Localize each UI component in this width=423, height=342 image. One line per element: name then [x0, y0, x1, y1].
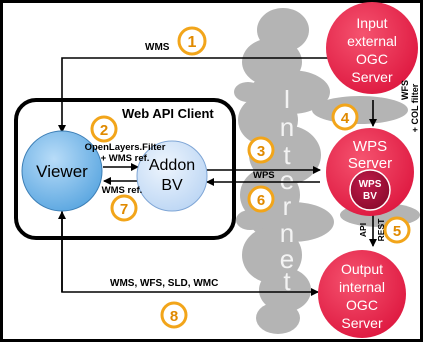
- input-server-label: Input: [356, 15, 387, 31]
- wms-top-label: WMS: [145, 42, 170, 53]
- input-server-label: external: [347, 33, 397, 49]
- step-badge-2: 2: [90, 115, 118, 143]
- wps-server-label: WPS: [353, 138, 387, 155]
- viewer-label: Viewer: [36, 162, 88, 181]
- step-badge-4: 4: [331, 103, 359, 131]
- addon-label-line1: Addon: [149, 157, 195, 174]
- wps-label: WPS: [253, 170, 275, 181]
- step-badge-3: 3: [247, 136, 275, 164]
- internet-letter: I: [283, 84, 290, 114]
- svg-text:3: 3: [257, 143, 265, 160]
- svg-text:8: 8: [170, 308, 178, 325]
- svg-text:4: 4: [341, 110, 350, 127]
- openlayers-label: OpenLayers.Filter: [85, 142, 166, 153]
- svg-text:6: 6: [257, 192, 265, 209]
- output-server-label: OGC: [346, 297, 378, 313]
- step-badge-8: 8: [160, 301, 188, 329]
- output-server-label: internal: [339, 279, 385, 295]
- input-server-label: Server: [351, 69, 393, 85]
- wfs-label: + COL filter: [410, 83, 420, 132]
- internet-letter: e: [280, 244, 294, 274]
- addon-label-line2: BV: [161, 177, 183, 194]
- wps-bv-node: [349, 169, 391, 211]
- internet-letter: t: [283, 266, 291, 296]
- wms-top-arrow: [58, 57, 330, 133]
- wms-ref-label: WMS ref.: [102, 185, 143, 196]
- output-server-node: [318, 250, 406, 338]
- bottom-label: WMS, WFS, SLD, WMC: [110, 278, 218, 289]
- input-server-node: [326, 2, 418, 94]
- viewer-node: [21, 130, 103, 212]
- wfs-label: WFS: [400, 80, 410, 100]
- web-api-client-box: [14, 98, 236, 240]
- output-server-label: Server: [341, 315, 383, 331]
- step-badge-1: 1: [177, 26, 207, 56]
- openlayers-label: + WMS ref.: [101, 153, 150, 164]
- api-rest-label: REST: [376, 218, 386, 241]
- svg-text:2: 2: [100, 122, 108, 139]
- svg-text:7: 7: [120, 201, 128, 218]
- internet-letter: n: [280, 218, 294, 248]
- wps-bv-label: BV: [363, 191, 377, 202]
- wps-bv-label: WPS: [359, 179, 382, 190]
- internet-letter: t: [283, 140, 291, 170]
- svg-text:1: 1: [188, 34, 197, 51]
- internet-letter: r: [283, 191, 292, 221]
- api-rest-label: API: [358, 223, 368, 237]
- step-badge-6: 6: [247, 185, 275, 213]
- addon-bv-node: [136, 140, 208, 212]
- svg-text:5: 5: [393, 223, 401, 240]
- internet-label: I n t e r n e t: [280, 84, 294, 296]
- input-server-label: OGC: [356, 51, 388, 67]
- web-api-client-title: Web API Client: [122, 106, 214, 121]
- wps-server-label: Server: [348, 155, 392, 172]
- step-badge-5: 5: [383, 216, 411, 244]
- step-badge-7: 7: [110, 194, 138, 222]
- internet-letter: n: [280, 112, 294, 142]
- output-server-label: Output: [341, 261, 383, 277]
- internet-letter: e: [280, 165, 294, 195]
